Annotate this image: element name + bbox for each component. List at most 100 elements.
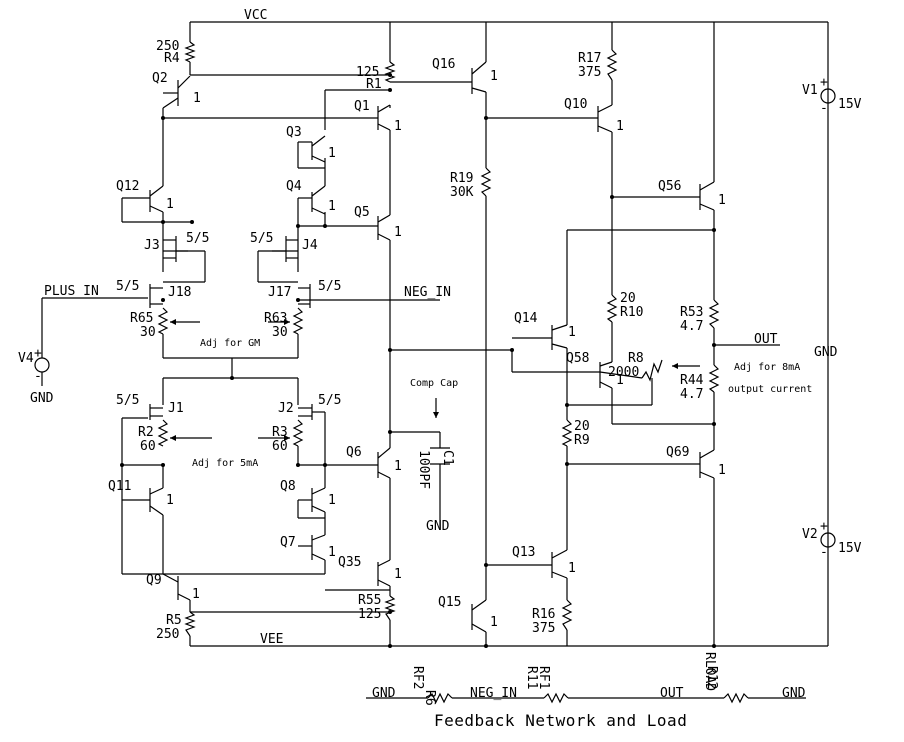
q11-label: Q11 bbox=[108, 479, 131, 494]
wires bbox=[121, 22, 780, 646]
q69-symbol bbox=[699, 449, 715, 479]
j1-symbol bbox=[149, 404, 163, 420]
q6-label: Q6 bbox=[346, 445, 362, 460]
v4-gnd-label: GND bbox=[30, 391, 54, 406]
q2-label: Q2 bbox=[152, 71, 168, 86]
fb-gnd-left: GND bbox=[372, 686, 396, 701]
v2-plus: + bbox=[820, 519, 828, 534]
vee-label: VEE bbox=[260, 632, 283, 647]
r44-body bbox=[708, 364, 720, 393]
q14-symbol bbox=[512, 324, 568, 350]
j1-size: 5/5 bbox=[116, 393, 139, 408]
j18-size: 5/5 bbox=[116, 279, 139, 294]
q9-mult: 1 bbox=[192, 587, 200, 602]
q3-label: Q3 bbox=[286, 125, 302, 140]
q10-symbol bbox=[597, 104, 613, 133]
q69-label: Q69 bbox=[666, 445, 689, 460]
c1-value: 100PF bbox=[416, 450, 431, 489]
r1-value: 125 bbox=[356, 65, 379, 80]
r3-value: 60 bbox=[272, 439, 288, 454]
q5-symbol bbox=[377, 214, 391, 241]
r19-label: R19 bbox=[450, 171, 473, 186]
q1-mult: 1 bbox=[394, 119, 402, 134]
r53-body bbox=[708, 299, 720, 329]
r3-body bbox=[292, 419, 304, 447]
q8-symbol bbox=[298, 487, 326, 513]
q11-mult: 1 bbox=[166, 493, 174, 508]
r44-label: R44 bbox=[680, 373, 704, 388]
j1-label: J1 bbox=[168, 401, 184, 416]
q1-label: Q1 bbox=[354, 99, 370, 114]
q56-label: Q56 bbox=[658, 179, 681, 194]
r5-value: 250 bbox=[156, 627, 179, 642]
fb-rf1: RF1 bbox=[536, 666, 551, 689]
q35-label: Q35 bbox=[338, 555, 361, 570]
q8-mult: 1 bbox=[328, 493, 336, 508]
v4-plus: + bbox=[34, 346, 42, 361]
v2-label: V2 bbox=[802, 527, 818, 542]
r5-body bbox=[184, 611, 196, 637]
q15-symbol bbox=[471, 599, 487, 633]
j18-symbol bbox=[149, 284, 163, 308]
v1-plus: + bbox=[820, 75, 828, 90]
v2-voltage: 15V bbox=[838, 541, 862, 556]
j2-symbol bbox=[298, 404, 326, 465]
j4-label: J4 bbox=[302, 238, 318, 253]
r16-value: 375 bbox=[532, 621, 555, 636]
j17-label: J17 bbox=[268, 285, 291, 300]
j2-label: J2 bbox=[278, 401, 294, 416]
r2-body bbox=[157, 419, 169, 447]
r44-value: 4.7 bbox=[680, 387, 703, 402]
j3-size: 5/5 bbox=[186, 231, 209, 246]
fb-out: OUT bbox=[660, 686, 684, 701]
r3-label: R3 bbox=[272, 425, 288, 440]
component-labels: 250 R4 Q2 1 125 R1 Q1 1 Q3 1 Q4 1 Q5 1 Q… bbox=[108, 39, 812, 642]
q6-symbol bbox=[377, 447, 391, 479]
q14-label: Q14 bbox=[514, 311, 538, 326]
r16-body bbox=[561, 599, 573, 631]
c1-label: C1 bbox=[440, 450, 455, 466]
v2-minus: - bbox=[820, 545, 828, 560]
adj-5ma-note: Adj for 5mA bbox=[192, 458, 258, 469]
r55-body bbox=[384, 595, 396, 621]
q7-symbol bbox=[298, 534, 326, 561]
r53-label: R53 bbox=[680, 305, 703, 320]
j18-label: J18 bbox=[168, 285, 191, 300]
r63-label: R63 bbox=[264, 311, 287, 326]
plus-in-label: PLUS IN bbox=[44, 284, 99, 299]
q56-mult: 1 bbox=[718, 193, 726, 208]
feedback-network bbox=[366, 692, 806, 704]
r19-body bbox=[480, 167, 492, 197]
fb-r11: R11 bbox=[524, 666, 539, 689]
r55-label: R55 bbox=[358, 593, 381, 608]
q16-label: Q16 bbox=[432, 57, 455, 72]
fb-neg-in: NEG_IN bbox=[470, 686, 517, 701]
q7-label: Q7 bbox=[280, 535, 296, 550]
r19-value: 30K bbox=[450, 185, 474, 200]
comp-cap-label: Comp Cap bbox=[410, 378, 458, 389]
fb-r6: R6 bbox=[422, 690, 437, 706]
q56-symbol bbox=[699, 181, 715, 211]
r10-value: 20 bbox=[620, 291, 636, 306]
r63-value: 30 bbox=[272, 325, 288, 340]
adj-8ma-note-2: output current bbox=[728, 384, 812, 395]
j4-size: 5/5 bbox=[250, 231, 273, 246]
q12-label: Q12 bbox=[116, 179, 139, 194]
v1-minus: - bbox=[820, 101, 828, 116]
bjt-symbols bbox=[122, 61, 715, 633]
r4-body bbox=[184, 41, 196, 63]
out-label: OUT bbox=[754, 332, 778, 347]
q58-symbol bbox=[599, 361, 613, 389]
fb-r12: R12 bbox=[704, 666, 719, 689]
r8-body bbox=[641, 359, 663, 382]
fb-rf2: RF2 bbox=[410, 666, 425, 689]
q13-symbol bbox=[551, 549, 568, 579]
r9-label: R9 bbox=[574, 433, 590, 448]
j4-symbol bbox=[272, 236, 298, 262]
q8-label: Q8 bbox=[280, 479, 296, 494]
r65-value: 30 bbox=[140, 325, 156, 340]
v1-label: V1 bbox=[802, 83, 818, 98]
junction-dots bbox=[120, 73, 716, 648]
q7-mult: 1 bbox=[328, 545, 336, 560]
